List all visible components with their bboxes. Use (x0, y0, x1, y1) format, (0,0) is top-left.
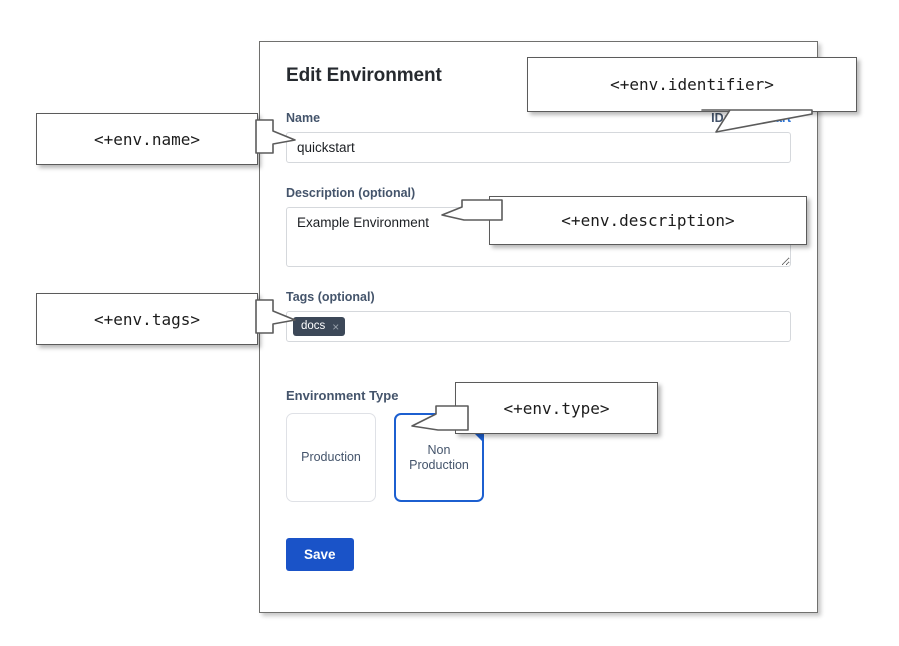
production-card-label: Production (301, 450, 361, 464)
tags-label: Tags (optional) (286, 290, 375, 304)
environment-type-option-production[interactable]: Production (286, 413, 376, 502)
environment-type-label: Environment Type (286, 388, 399, 403)
save-button[interactable]: Save (286, 538, 354, 571)
annotation-callout-env-name: <+env.name> (36, 113, 258, 165)
name-label: Name (286, 111, 321, 125)
annotation-callout-env-tags: <+env.tags> (36, 293, 258, 345)
name-input[interactable] (286, 132, 791, 163)
annotation-tail-env-identifier (701, 109, 813, 133)
description-field-header: Description (optional) (286, 185, 791, 201)
page-title: Edit Environment (286, 65, 442, 86)
annotation-tail-env-description (441, 199, 503, 221)
non-production-card-label: Non Production (409, 442, 469, 472)
annotation-tail-env-tags (255, 299, 296, 334)
tag-chip-label: docs (301, 320, 326, 332)
tag-remove-icon[interactable]: × (332, 319, 340, 334)
description-label: Description (optional) (286, 186, 416, 200)
annotation-callout-env-type: <+env.type> (455, 382, 658, 434)
annotation-tail-env-type (411, 405, 469, 431)
annotation-callout-env-description: <+env.description> (489, 196, 807, 245)
tags-field-header: Tags (optional) (286, 289, 791, 305)
annotation-tail-env-name (255, 119, 296, 154)
tags-input[interactable]: docs × (286, 311, 791, 342)
annotation-callout-env-identifier: <+env.identifier> (527, 57, 857, 112)
tag-chip[interactable]: docs × (293, 317, 346, 336)
